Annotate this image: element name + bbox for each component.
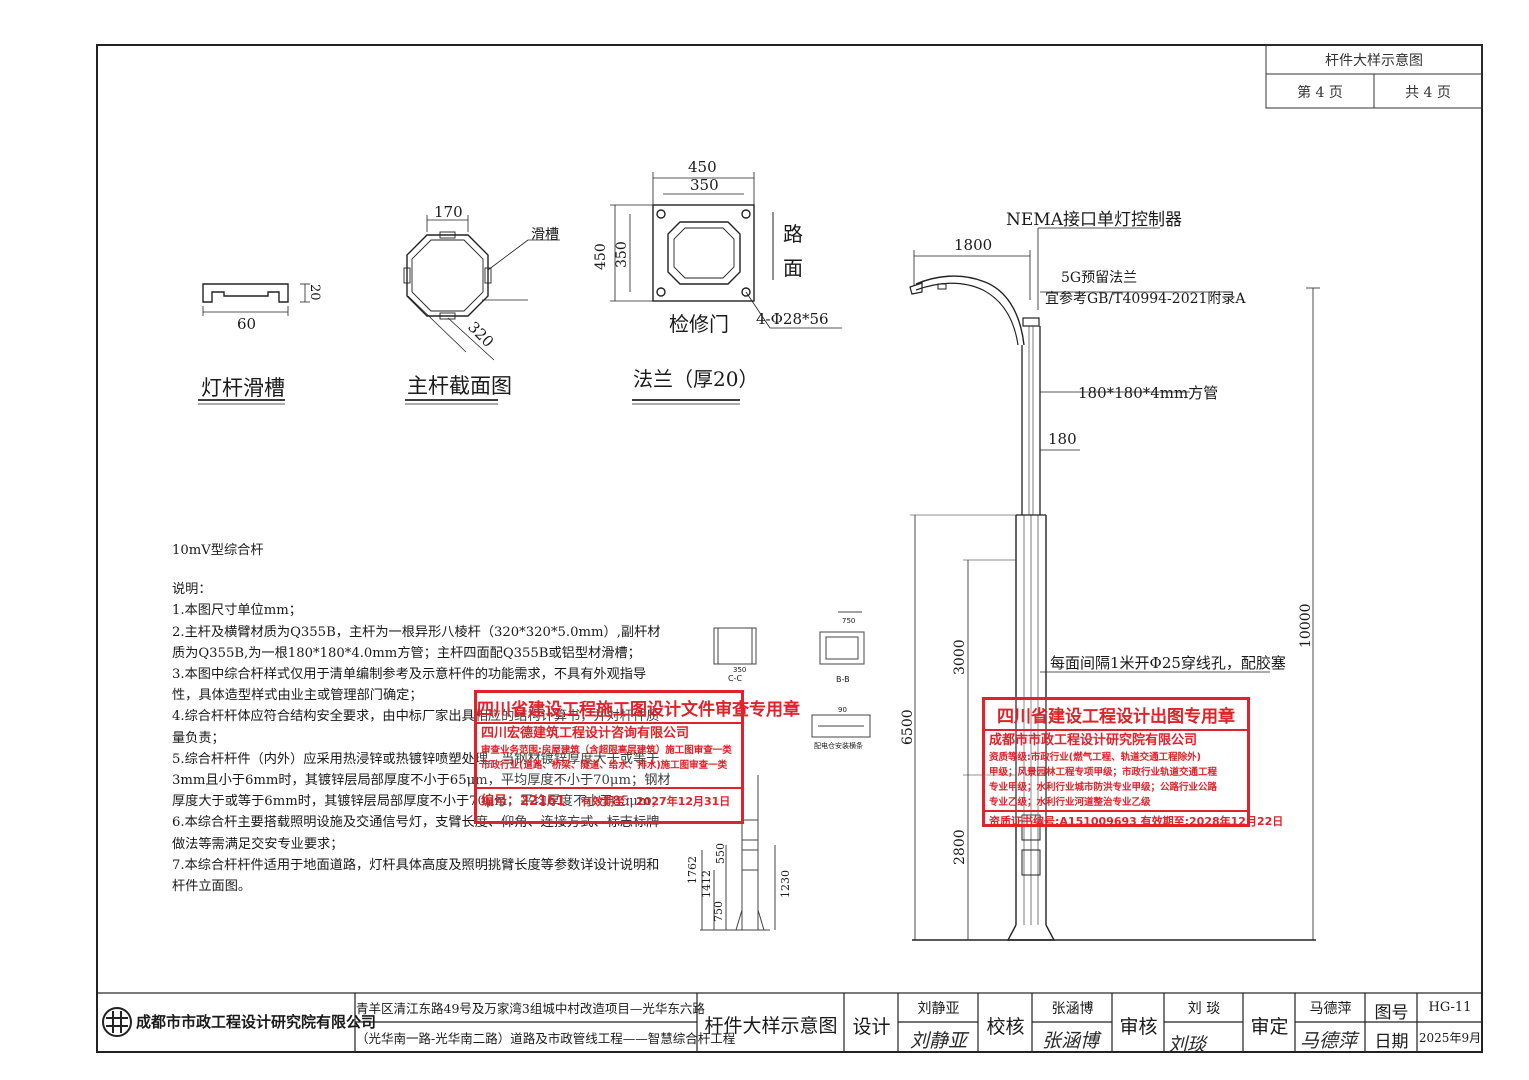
- review-stamp-line4: [477, 773, 741, 787]
- sub-elev-1230: 1230: [779, 870, 792, 898]
- review-stamp-line1: 四川宏德建筑工程设计咨询有限公司: [481, 726, 690, 741]
- pole-dim-2800: 2800: [952, 829, 968, 865]
- flange-road-label-1: 路: [783, 222, 803, 246]
- title-drawing-name: 杆件大样示意图: [704, 1015, 838, 1037]
- pole-holes-note: 每面间隔1米开Φ25穿线孔，配胶塞: [1050, 654, 1286, 672]
- sub-box-note: 配电仓安装横条: [814, 742, 863, 750]
- section-title: 主杆截面图: [407, 374, 512, 398]
- pole-elevation: [909, 227, 1320, 941]
- slot-dim-width: 60: [237, 315, 257, 333]
- sub-bb-dim: 750: [842, 617, 856, 625]
- notes-item: 7.本综合杆杆件适用于地面道路，灯杆具体高度及照明挑臂长度等参数详设计说明和杆件…: [172, 857, 660, 895]
- review-stamp-foot: 编号：22161 有效期至：2027年12月31日: [477, 787, 741, 810]
- designer-signature: 刘静亚: [910, 1030, 968, 1052]
- title-drawing-no: HG-11: [1428, 1000, 1472, 1015]
- notes-item: 6.本综合杆主要搭载照明设施及交通信号灯，支臂长度、仰角、连接方式、标志标牌做法…: [172, 815, 660, 852]
- pole-dim-10000: 10000: [1298, 603, 1314, 648]
- design-notes: 10mV型综合杆 说明： 1.本图尺寸单位mm； 2.主杆及横臂材质为Q355B…: [172, 540, 672, 897]
- design-stamp-line3: 甲级；风景园林工程专项甲级；市政行业轨道交通工程: [989, 767, 1218, 778]
- slot-dim-height: 20: [307, 284, 322, 301]
- design-stamp-title: 四川省建设工程设计出图专用章: [985, 700, 1247, 731]
- flange-dim-inner-w: 350: [690, 176, 719, 194]
- sub-bb-label: B-B: [836, 675, 850, 684]
- sub-elev-1412: 1412: [700, 870, 713, 898]
- sub-box-dim: 90: [838, 706, 847, 714]
- sub-elev-750: 750: [712, 901, 725, 922]
- pole-tube-label: 180*180*4mm方管: [1078, 384, 1219, 402]
- review-stamp-line3: 市政行业(道路、桥梁、隧道、给水、排水)施工图审查一类: [481, 760, 728, 771]
- reviewer-signature: 刘琰: [1168, 1034, 1207, 1056]
- title-checker: 张涵博: [1051, 1001, 1094, 1017]
- pole-dim-3000: 3000: [952, 639, 968, 675]
- sub-elev-550: 550: [714, 843, 727, 864]
- design-stamp-line2: 资质等级:市政行业(燃气工程、轨道交通工程除外): [989, 752, 1201, 763]
- title-designer: 刘静亚: [917, 1001, 960, 1017]
- notes-item: 1.本图尺寸单位mm；: [172, 603, 302, 619]
- flange-detail: [610, 172, 842, 405]
- title-drawing-no-label: 图号: [1374, 1003, 1409, 1023]
- title-design-label: 设计: [852, 1016, 891, 1038]
- company-logo-icon: [102, 1007, 132, 1037]
- review-stamp-number: 编号：22161: [481, 794, 566, 809]
- title-reviewer: 刘 琰: [1187, 1001, 1221, 1017]
- pole-arm-length: 1800: [954, 236, 993, 254]
- pole-flange-ref: 宜参考GB/T40994-2021附录A: [1045, 291, 1246, 307]
- notes-item: 3.本图中综合杆样式仅用于清单编制参考及示意杆件的功能需求，不具有外观指导性，具…: [172, 667, 647, 704]
- sub-elev-1762: 1762: [686, 856, 699, 884]
- flange-dim-outer-h: 450: [593, 243, 609, 270]
- pole-tube-width: 180: [1048, 430, 1077, 448]
- header-drawing-name: 杆件大样示意图: [1325, 53, 1423, 69]
- notes-item: 5.综合杆杆件（内外）应采用热浸锌或热镀锌喷塑处理。当钢材镀锌厚度大于或等于3m…: [172, 751, 671, 810]
- checker-signature: 张涵博: [1042, 1030, 1100, 1052]
- flange-dim-inner-h: 350: [614, 241, 630, 268]
- header-page-current: 第 4 页: [1297, 85, 1343, 101]
- sub-details: [700, 611, 871, 931]
- approver-signature: 马德萍: [1300, 1030, 1358, 1052]
- sub-cc-dim: 350: [733, 666, 747, 674]
- flange-dim-outer-w: 450: [688, 158, 717, 176]
- flange-road-label-2: 面: [783, 256, 803, 280]
- section-callout: 滑槽: [531, 227, 559, 243]
- flange-inspection-label: 检修门: [669, 312, 729, 336]
- notes-item: 2.主杆及横臂材质为Q355B，主杆为一根异形八棱杆（320*320*5.0mm…: [172, 624, 661, 661]
- pole-flange-5g: 5G预留法兰: [1061, 270, 1138, 286]
- notes-heading: 说明：: [172, 582, 212, 598]
- title-date-label: 日期: [1374, 1032, 1409, 1052]
- design-stamp: 四川省建设工程设计出图专用章 成都市市政工程设计研究院有限公司 资质等级:市政行…: [982, 697, 1283, 830]
- section-dim-top: 170: [434, 203, 463, 221]
- pole-dim-6500: 6500: [900, 709, 916, 745]
- review-stamp-line2: 审查业务范围:房屋建筑（含超限高层建筑）施工图审查一类: [481, 745, 732, 756]
- design-stamp-line4: 专业甲级；水利行业城市防洪专业甲级；公路行业公路: [989, 782, 1218, 793]
- review-stamp-title: 四川省建设工程施工图设计文件审查专用章: [477, 693, 800, 724]
- flange-title: 法兰（厚20）: [633, 367, 759, 391]
- section-detail: [403, 215, 560, 405]
- design-stamp-line1: 成都市市政工程设计研究院有限公司: [989, 733, 1198, 748]
- design-stamp-line5: 专业乙级；水利行业河道整治专业乙级: [989, 797, 1151, 808]
- title-project-line1: 青羊区清江东路49号及万家湾3组城中村改造项目—光华东六路: [356, 1001, 705, 1016]
- design-stamp-foot: 资质证书编号:A151009693 有效期至:2028年12月22日: [985, 810, 1283, 830]
- header-page-total: 共 4 页: [1405, 85, 1451, 101]
- sub-cc-label: C-C: [728, 674, 743, 683]
- title-approver: 马德萍: [1309, 1001, 1352, 1017]
- slot-title: 灯杆滑槽: [201, 376, 285, 400]
- title-review-label: 审核: [1119, 1016, 1158, 1038]
- title-company: 成都市市政工程设计研究院有限公司: [136, 1013, 377, 1031]
- slot-detail: [198, 283, 310, 405]
- review-stamp: 四川省建设工程施工图设计文件审查专用章 四川宏德建筑工程设计咨询有限公司 审查业…: [474, 690, 800, 824]
- title-date: 2025年9月: [1418, 1031, 1482, 1045]
- pole-controller-label: NEMA接口单灯控制器: [1006, 210, 1182, 230]
- flange-holes-label: 4-Φ28*56: [756, 310, 829, 328]
- notes-pole-type: 10mV型综合杆: [172, 543, 264, 558]
- title-check-label: 校核: [986, 1016, 1025, 1038]
- notes-item: 4.综合杆杆体应符合结构安全要求，由中标厂家出具相应的结构计算书，并对杆件质量负…: [172, 709, 660, 746]
- header-box: [1265, 44, 1483, 109]
- review-stamp-expiry: 有效期至：2027年12月31日: [581, 795, 731, 808]
- title-block-lines: [96, 992, 1483, 1053]
- title-approve-label: 审定: [1250, 1016, 1289, 1038]
- title-project-line2: （光华南一路-光华南二路）道路及市政管线工程——智慧综合杆工程: [356, 1031, 736, 1046]
